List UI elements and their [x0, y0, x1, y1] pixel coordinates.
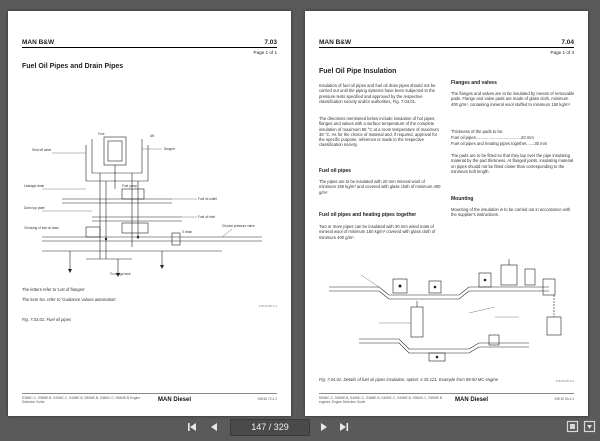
diagram-label-shut-off: Shut off valve [32, 148, 51, 152]
footer-logo: MAN Diesel [455, 397, 489, 403]
brand-label: MAN B&W [319, 39, 352, 46]
page-title: Fuel Oil Pipes and Drain Pipes [22, 63, 124, 70]
page-header: MAN B&W 7.03 [22, 37, 277, 48]
viewer-toolbar: 147 / 329 [0, 416, 600, 441]
figure-code: 178 44 08-7.1 [258, 304, 277, 308]
footer-code: 198 40 50-4.3 [554, 397, 574, 401]
diagram-label-stopper: Stopper [164, 147, 176, 151]
heading-heating-pipes: Fuel oil pipes and heating pipes togethe… [319, 212, 417, 218]
paragraph-directions: The directions mentioned below include i… [319, 116, 439, 148]
diagram-label-fuel-inlet: Fuel oil inlet [198, 215, 215, 219]
diagram-label-aft: Aft [150, 134, 154, 138]
paragraph-mounting: Mounting of the insulation is to be carr… [451, 207, 571, 218]
section-number: 7.04 [561, 39, 574, 46]
brand-label: MAN B&W [22, 39, 55, 46]
page-header: MAN B&W 7.04 [319, 37, 574, 48]
first-page-icon[interactable] [184, 419, 200, 435]
diagram-label-drain-top: Drain top plate [24, 206, 45, 210]
note-automation: The item No. refer to 'Guidance values a… [22, 297, 117, 302]
page-footer: S35MC-C, S35ME-B, S40MC-C, S40ME-B, S50M… [22, 393, 277, 404]
paragraph-flanges-valves: The flanges and valves are to be insulat… [451, 91, 575, 107]
footer-fine-print: S35MC-C, S35ME-B, S40MC-C, S40ME-B, S50M… [22, 396, 140, 404]
figure-caption: Fig. 7.04.01: Details of fuel oil pipes … [319, 377, 499, 382]
section-number: 7.03 [264, 39, 277, 46]
page-number-field[interactable]: 147 / 329 [230, 419, 310, 436]
page-of-label: Page 1 of 3 [550, 50, 575, 55]
diagram-label-fore: Fore [98, 132, 105, 136]
diagram-label-leakage: Leakage drain [24, 184, 44, 188]
thickness-line-1: Fuel oil pipes..........................… [451, 135, 534, 140]
heading-mounting: Mounting [451, 196, 474, 202]
footer-code: 198 56 72-4.2 [257, 397, 277, 401]
heading-flanges-valves: Flanges and valves [451, 80, 497, 86]
download-icon[interactable] [583, 420, 596, 433]
page-title: Fuel Oil Pipe Insulation [319, 68, 397, 75]
paragraph-intro: Insulation of fuel oil pipes and fuel oi… [319, 83, 436, 104]
footer-logo: MAN Diesel [158, 397, 192, 403]
diagram-label-fuel-outlet: Fuel oil outlet [198, 197, 217, 201]
last-page-icon[interactable] [336, 419, 352, 435]
paragraph-heating-pipes: Two or more pipes can be insulated with … [319, 224, 436, 240]
paragraph-fuel-oil-pipes: The pipes are to be insulated with 20 mm… [319, 179, 441, 195]
note-flanges: The letters refer to 'List of flanges' [22, 287, 85, 292]
fuel-oil-pipes-diagram: Fore Aft Shut off valve Stopper Leakage … [24, 132, 262, 277]
diagram-label-x-drain: X drain [182, 230, 192, 234]
heading-fuel-oil-pipes: Fuel oil pipes [319, 168, 351, 174]
figure-code: 178 50 65-5.0 [555, 379, 574, 383]
document-page-right: MAN B&W 7.04 Page 1 of 3 Fuel Oil Pipe I… [305, 11, 588, 416]
page-of-label: Page 1 of 1 [253, 50, 278, 55]
previous-page-icon[interactable] [206, 419, 222, 435]
fullscreen-icon[interactable] [566, 420, 579, 433]
diagram-label-check: Checking of fuel oil drain [24, 226, 59, 230]
paragraph-pads: The pads are to be fitted so that they l… [451, 153, 574, 174]
document-page-left: MAN B&W 7.03 Page 1 of 1 Fuel Oil Pipes … [8, 11, 291, 416]
next-page-icon[interactable] [316, 419, 332, 435]
thickness-intro: Thickness of the pads to be: [451, 129, 504, 134]
diagram-label-fuel-pump: Fuel pump [122, 184, 137, 188]
thickness-line-2: Fuel oil pipes and heating pipes togethe… [451, 141, 548, 146]
diagram-label-circular: Circular pressure valve [222, 224, 255, 228]
footer-fine-print: S50MC-C, S50ME-B, S46MC-C, S46ME-B, S40M… [319, 396, 442, 404]
page-footer: S50MC-C, S50ME-B, S46MC-C, S46ME-B, S40M… [319, 393, 574, 404]
diagram-label-sludge: To sludge tank [110, 272, 131, 276]
insulation-details-diagram [329, 259, 562, 362]
figure-caption: Fig. 7.03.01: Fuel oil pipes [22, 317, 72, 322]
